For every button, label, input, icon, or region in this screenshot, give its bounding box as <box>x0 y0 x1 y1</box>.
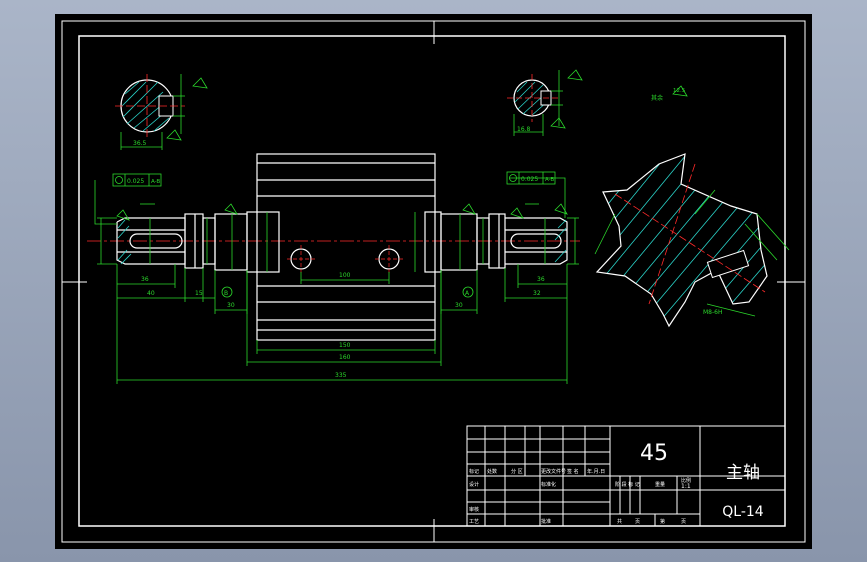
lbl-process: 工艺 <box>469 519 479 525</box>
dim-36-left: 36 <box>141 276 149 283</box>
main-shaft-view: 0.025 A-B 0.025 A-B B A 100 150 160 335 … <box>87 153 580 384</box>
left-shaft-hatch <box>117 219 132 265</box>
section-view-right: 16.8 <box>507 69 583 136</box>
datum-a-label: A <box>465 290 470 297</box>
inner-border <box>78 35 786 527</box>
dim-100: 100 <box>339 272 351 279</box>
tol-value-left: 0.025 <box>127 178 144 185</box>
hdr-change: 更改文件号 <box>541 468 566 475</box>
dimension-texts: 100 150 160 335 36 40 15 30 30 36 32 <box>141 272 545 379</box>
dim-40: 40 <box>147 290 155 297</box>
drawing-sheet: 36.5 16.8 <box>55 14 812 549</box>
thread-callout: M8-6H <box>703 309 723 316</box>
tolerance-frame-right: 0.025 A-B <box>506 171 556 185</box>
lbl-review: 审核 <box>469 506 479 513</box>
auxiliary-section-view: M8-6H 其余 12.5 <box>594 85 790 328</box>
dim-335: 335 <box>335 372 347 379</box>
dim-30-left: 30 <box>227 302 235 309</box>
lbl-page2: 页 <box>681 519 686 525</box>
lbl-approve: 批准 <box>541 518 551 525</box>
hdr-zone: 分 区 <box>511 468 523 475</box>
hdr-count: 处数 <box>487 468 497 475</box>
dim-32: 32 <box>533 290 541 297</box>
centering-marks <box>62 21 805 542</box>
datum-b-marker <box>221 286 233 298</box>
tol-datum-left: A-B <box>151 179 160 185</box>
left-shaft <box>116 213 248 271</box>
datum-b-label: B <box>224 290 228 297</box>
lbl-no: 第 <box>660 518 665 525</box>
hdr-sign: 签 名 <box>567 468 579 475</box>
hdr-mark: 标记 <box>469 468 479 475</box>
drum-body <box>246 153 442 341</box>
scale-value: 1:1 <box>681 483 691 490</box>
tol-datum-right: A-B <box>545 177 554 183</box>
roughness-value: 12.5 <box>673 88 686 94</box>
dim-150: 150 <box>339 342 351 349</box>
dimension-lines <box>94 177 579 384</box>
lbl-stage: 阶 段 标 记 <box>615 481 640 488</box>
section-view-left: 36.5 <box>115 74 208 150</box>
title-block: 45 主轴 QL-14 1:1 标记 处数 分 区 更改文件号 签 名 年.月.… <box>466 425 786 527</box>
dim-15: 15 <box>195 290 203 297</box>
drum-holes <box>287 245 403 273</box>
lbl-total: 共 <box>617 518 622 525</box>
part-name: 主轴 <box>726 463 760 483</box>
section-left-dim: 36.5 <box>133 140 147 147</box>
lbl-page1: 页 <box>635 519 640 525</box>
dim-160: 160 <box>339 354 351 361</box>
hdr-date: 年.月.日 <box>587 468 605 475</box>
drawing-number: QL-14 <box>722 504 764 520</box>
lbl-scale: 比例 <box>681 477 691 484</box>
tolerance-frame-left: 0.025 A-B <box>112 173 162 187</box>
roughness-label: 其余 <box>651 94 663 102</box>
section-right-dim: 16.8 <box>517 126 531 133</box>
lbl-weight: 重量 <box>655 481 665 488</box>
tol-value-right: 0.025 <box>521 176 538 183</box>
lbl-standard: 标准化 <box>541 481 556 488</box>
dim-30-right: 30 <box>455 302 463 309</box>
datum-a-marker <box>462 286 474 298</box>
lbl-design: 设计 <box>469 481 479 488</box>
material-text: 45 <box>640 441 668 466</box>
right-shaft-hatch <box>554 219 567 263</box>
cad-drawing: 36.5 16.8 <box>61 20 806 543</box>
dim-36-right: 36 <box>537 276 545 283</box>
